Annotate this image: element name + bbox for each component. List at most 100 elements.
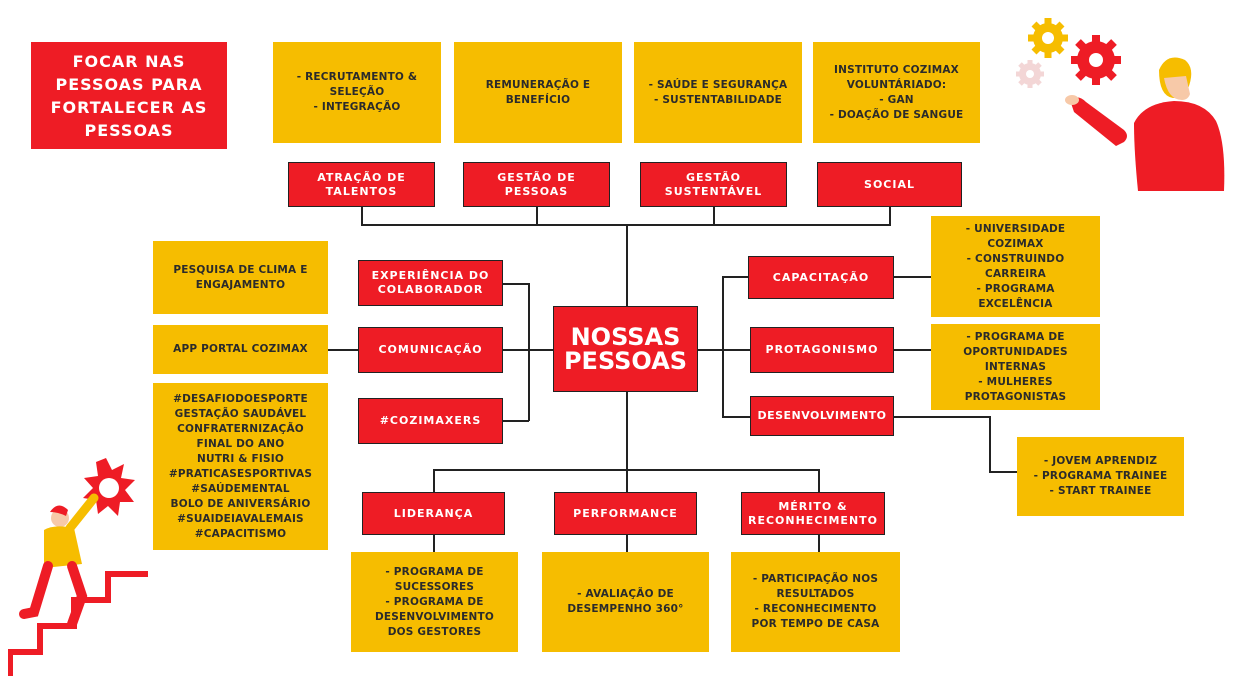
details-line: - PROGRAMA DE: [966, 330, 1065, 343]
connector: [327, 349, 359, 351]
details-line: PROTAGONISTAS: [964, 390, 1067, 403]
details-line: REMUNERAÇÃO E: [485, 78, 591, 91]
node-gestao-de-pessoas: GESTÃO DE PESSOAS: [463, 162, 610, 207]
details-line: SELEÇÃO: [329, 86, 385, 98]
details-line: FINAL DO ANO: [196, 437, 285, 450]
details-line: SUCESSORES: [394, 580, 475, 593]
details-line: - MULHERES: [978, 375, 1053, 388]
connector: [989, 471, 1018, 473]
diagram-title: FOCAR NAS PESSOAS PARA FORTALECER AS PES…: [31, 42, 227, 149]
connector: [818, 535, 820, 552]
details-line: INSTITUTO COZIMAX: [834, 63, 959, 76]
details-line: #SAÚDEMENTAL: [191, 482, 290, 495]
details-line: APP PORTAL COZIMAX: [173, 343, 308, 355]
bottom-details-box: - AVALIAÇÃO DE DESEMPENHO 360°: [542, 552, 709, 652]
node-comunicacao: COMUNICAÇÃO: [358, 327, 503, 373]
connector: [626, 469, 628, 492]
connector: [626, 535, 628, 552]
person-climbing-stairs-icon: [8, 458, 148, 676]
details-line: - START TRAINEE: [1049, 485, 1152, 497]
top-details-box: INSTITUTO COZIMAX VOLUNTÁRIADO: - GAN - …: [813, 42, 980, 143]
node-label: DESENVOLVIMENTO: [757, 409, 887, 422]
node-label: EXPERIÊNCIA DO: [371, 269, 490, 282]
connector: [536, 207, 538, 225]
node-lideranca: LIDERANÇA: [362, 492, 505, 535]
details-line: COZIMAX: [987, 237, 1044, 250]
node-label: PERFORMANCE: [573, 506, 678, 520]
details-line: VOLUNTÁRIADO:: [846, 78, 947, 91]
details-line: GESTAÇÃO SAUDÁVEL: [174, 407, 307, 420]
connector: [626, 224, 628, 306]
details-line: - UNIVERSIDADE: [965, 222, 1066, 235]
left-details-box: #DESAFIODOESPORTE GESTAÇÃO SAUDÁVEL CONF…: [153, 383, 328, 550]
node-cozimaxers: #COZIMAXERS: [358, 398, 503, 444]
title-line: PESSOAS: [84, 120, 174, 140]
central-node: NOSSAS PESSOAS: [553, 306, 698, 392]
details-line: #DESAFIODOESPORTE: [173, 392, 308, 405]
connector: [722, 276, 724, 417]
details-line: - INTEGRAÇÃO: [313, 101, 401, 113]
connector: [713, 207, 715, 225]
gears-icon: [1016, 18, 1121, 88]
node-label: SUSTENTÁVEL: [664, 184, 763, 198]
connector: [893, 416, 990, 418]
details-line: - DOAÇÃO DE SANGUE: [829, 108, 964, 121]
title-line: PESSOAS PARA: [55, 74, 203, 94]
title-line: FOCAR NAS: [72, 51, 186, 71]
connector: [722, 276, 748, 278]
node-social: SOCIAL: [817, 162, 962, 207]
left-details-box: APP PORTAL COZIMAX: [153, 325, 328, 374]
details-line: DOS GESTORES: [387, 625, 482, 638]
node-gestao-sustentavel: GESTÃO SUSTENTÁVEL: [640, 162, 787, 207]
node-label: GESTÃO DE: [497, 170, 576, 184]
details-line: - PROGRAMA TRAINEE: [1033, 470, 1168, 482]
node-experiencia-do-colaborador: EXPERIÊNCIA DO COLABORADOR: [358, 260, 503, 306]
node-label: TALENTOS: [325, 184, 398, 198]
connector: [889, 207, 891, 225]
details-line: - PARTICIPAÇÃO NOS: [752, 573, 879, 585]
connector: [433, 535, 435, 552]
details-line: - JOVEM APRENDIZ: [1043, 455, 1158, 467]
central-node-line: NOSSAS: [570, 323, 681, 351]
node-label: LIDERANÇA: [393, 506, 474, 520]
details-line: - CONSTRUINDO: [966, 252, 1065, 265]
central-node-line: PESSOAS: [563, 347, 688, 375]
node-capacitacao: CAPACITAÇÃO: [748, 256, 894, 299]
node-label: #COZIMAXERS: [379, 414, 482, 427]
right-details-box: - UNIVERSIDADE COZIMAX - CONSTRUINDO CAR…: [931, 216, 1100, 317]
node-label: CAPACITAÇÃO: [772, 270, 870, 284]
node-protagonismo: PROTAGONISMO: [750, 327, 894, 373]
connector: [722, 349, 750, 351]
details-line: INTERNAS: [984, 360, 1047, 373]
details-line: NUTRI & FISIO: [196, 452, 284, 465]
details-line: OPORTUNIDADES: [963, 345, 1068, 358]
details-line: - PROGRAMA DE: [385, 595, 484, 608]
bottom-details-box: - PARTICIPAÇÃO NOS RESULTADOS - RECONHEC…: [731, 552, 900, 652]
details-line: BENEFÍCIO: [505, 93, 571, 106]
details-line: - SAÚDE E SEGURANÇA: [648, 78, 788, 91]
details-line: POR TEMPO DE CASA: [751, 618, 880, 630]
details-line: DESEMPENHO 360°: [567, 603, 684, 615]
node-merito-e-reconhecimento: MÉRITO & RECONHECIMENTO: [741, 492, 885, 535]
top-details-box: - RECRUTAMENTO & SELEÇÃO - INTEGRAÇÃO: [273, 42, 441, 143]
node-label: COLABORADOR: [377, 283, 484, 296]
node-label: GESTÃO: [686, 170, 741, 184]
connector: [989, 416, 991, 473]
node-label: PROTAGONISMO: [765, 343, 879, 356]
details-line: - GAN: [879, 93, 914, 106]
node-label: MÉRITO &: [778, 499, 848, 513]
connector: [433, 469, 435, 492]
details-line: EXCELÊNCIA: [978, 297, 1053, 310]
connector: [697, 349, 723, 351]
connector: [528, 283, 530, 421]
details-line: - PROGRAMA DE: [385, 565, 484, 578]
details-line: CONFRATERNIZAÇÃO: [177, 422, 304, 435]
left-details-box: PESQUISA DE CLIMA E ENGAJAMENTO: [153, 241, 328, 314]
details-line: - RECRUTAMENTO &: [296, 71, 418, 83]
details-line: - RECONHECIMENTO: [754, 603, 877, 615]
node-label: RECONHECIMENTO: [747, 513, 879, 527]
node-label: COMUNICAÇÃO: [378, 343, 483, 356]
bottom-details-box: - PROGRAMA DE SUCESSORES - PROGRAMA DE D…: [351, 552, 518, 652]
top-details-box: REMUNERAÇÃO E BENEFÍCIO: [454, 42, 622, 143]
connector: [722, 416, 750, 418]
